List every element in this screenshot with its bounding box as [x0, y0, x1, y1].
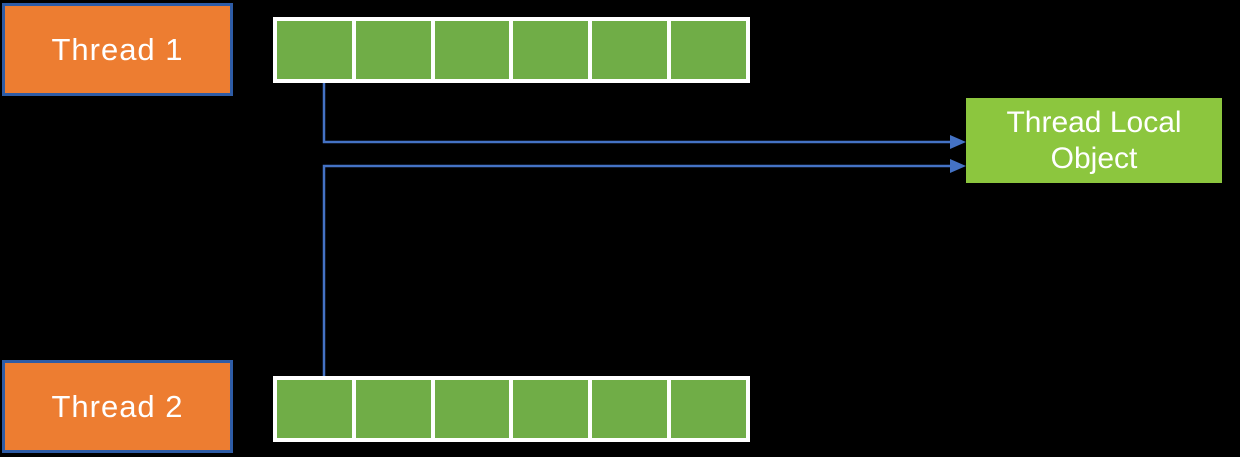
buffer-cell [592, 21, 668, 79]
buffer-cell [355, 21, 431, 79]
buffer-cell [434, 380, 510, 438]
buffer-cell [671, 21, 746, 79]
buffer-cell [277, 21, 352, 79]
thread-1-buffer [273, 17, 750, 83]
thread-1-label: Thread 1 [51, 31, 184, 67]
thread-local-object-box: Thread Local Object [966, 98, 1222, 183]
buffer-cell [277, 380, 352, 438]
arrowhead-icon [950, 159, 966, 173]
thread-2-box: Thread 2 [2, 360, 233, 453]
thread-2-buffer [273, 376, 750, 442]
thread-local-object-label: Thread Local Object [1006, 105, 1182, 175]
buffer-cell [592, 380, 668, 438]
buffer-cell [513, 21, 589, 79]
buffer-cell [434, 21, 510, 79]
thread-2-label: Thread 2 [51, 388, 184, 424]
thread-1-box: Thread 1 [2, 3, 233, 96]
arrow-thread1-to-object [322, 81, 966, 149]
arrowhead-icon [950, 135, 966, 149]
buffer-cell [513, 380, 589, 438]
buffer-cell [671, 380, 746, 438]
arrow-thread2-to-object [322, 159, 966, 376]
buffer-cell [355, 380, 431, 438]
